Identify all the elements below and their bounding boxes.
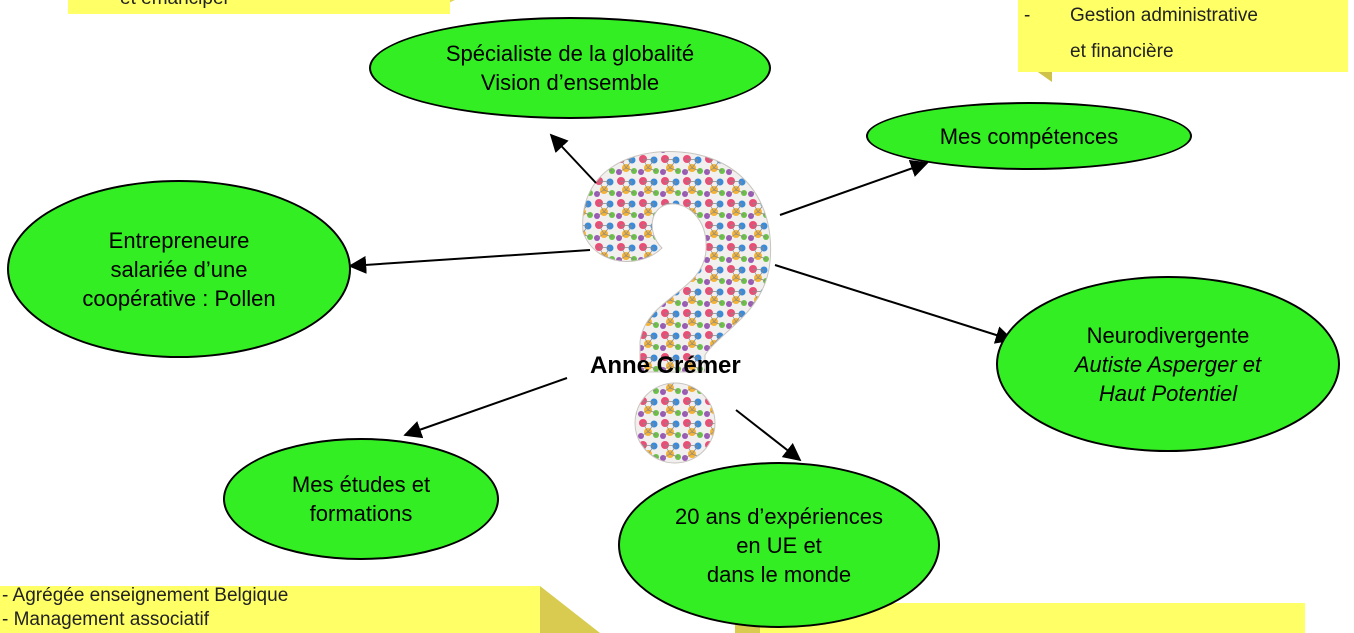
node-specialist: Spécialiste de la globalité Vision d’ens…	[369, 17, 771, 119]
node-entrepreneure-line2: salariée d’une	[110, 256, 248, 282]
node-neurodivergente-line3: Haut Potentiel	[1098, 380, 1238, 406]
node-entrepreneure-line3: coopérative : Pollen	[82, 285, 276, 311]
note-top-right-bullet: -	[1024, 5, 1031, 26]
center-name: Anne Crémer	[590, 352, 741, 379]
arrow-to-specialist	[549, 133, 597, 184]
note-top-left: et émanciper	[68, 0, 450, 14]
note-bottom-left-line1: - Agrégée enseignement Belgique	[2, 585, 289, 606]
arrow-to-entrepreneure	[348, 249, 591, 274]
note-bottom-left-line2: - Management associatif	[2, 609, 209, 630]
node-competences: Mes compétences	[866, 102, 1192, 170]
note-top-left-text: et émanciper	[120, 0, 230, 11]
node-specialist-line1: Spécialiste de la globalité	[445, 41, 695, 66]
question-mark-network-icon	[582, 151, 772, 464]
arrow-to-competences	[779, 159, 929, 216]
node-neurodivergente: Neurodivergente Autiste Asperger et Haut…	[996, 276, 1340, 452]
node-experiences: 20 ans d’expériences en UE et dans le mo…	[618, 462, 940, 628]
arrow-to-etudes	[403, 377, 568, 439]
note-top-right-line2: et financière	[1070, 41, 1174, 62]
node-competences-line1: Mes compétences	[939, 123, 1119, 149]
node-etudes-line1: Mes études et	[291, 472, 431, 497]
node-etudes-line2: formations	[309, 501, 413, 526]
node-experiences-line3: dans le monde	[706, 561, 852, 587]
node-entrepreneure: Entrepreneure salariée d’une coopérative…	[7, 180, 351, 358]
node-experiences-line2: en UE et	[736, 532, 822, 558]
node-neurodivergente-line2: Autiste Asperger et	[1074, 351, 1262, 377]
node-neurodivergente-line1: Neurodivergente	[1086, 322, 1250, 348]
note-bottom-left: - Agrégée enseignement Belgique - Manage…	[0, 585, 540, 633]
bottom-left-note-tail	[540, 586, 600, 633]
node-etudes: Mes études et formations	[223, 438, 499, 560]
node-specialist-line2: Vision d’ensemble	[480, 70, 660, 95]
node-experiences-line1: 20 ans d’expériences	[675, 503, 883, 529]
note-top-right: - Gestion administrative et financière	[1018, 0, 1348, 72]
note-top-right-line1: Gestion administrative	[1070, 5, 1258, 26]
arrow-to-experiences	[735, 409, 802, 462]
arrow-to-neurodivergente	[774, 264, 1014, 344]
node-entrepreneure-line1: Entrepreneure	[108, 227, 250, 253]
